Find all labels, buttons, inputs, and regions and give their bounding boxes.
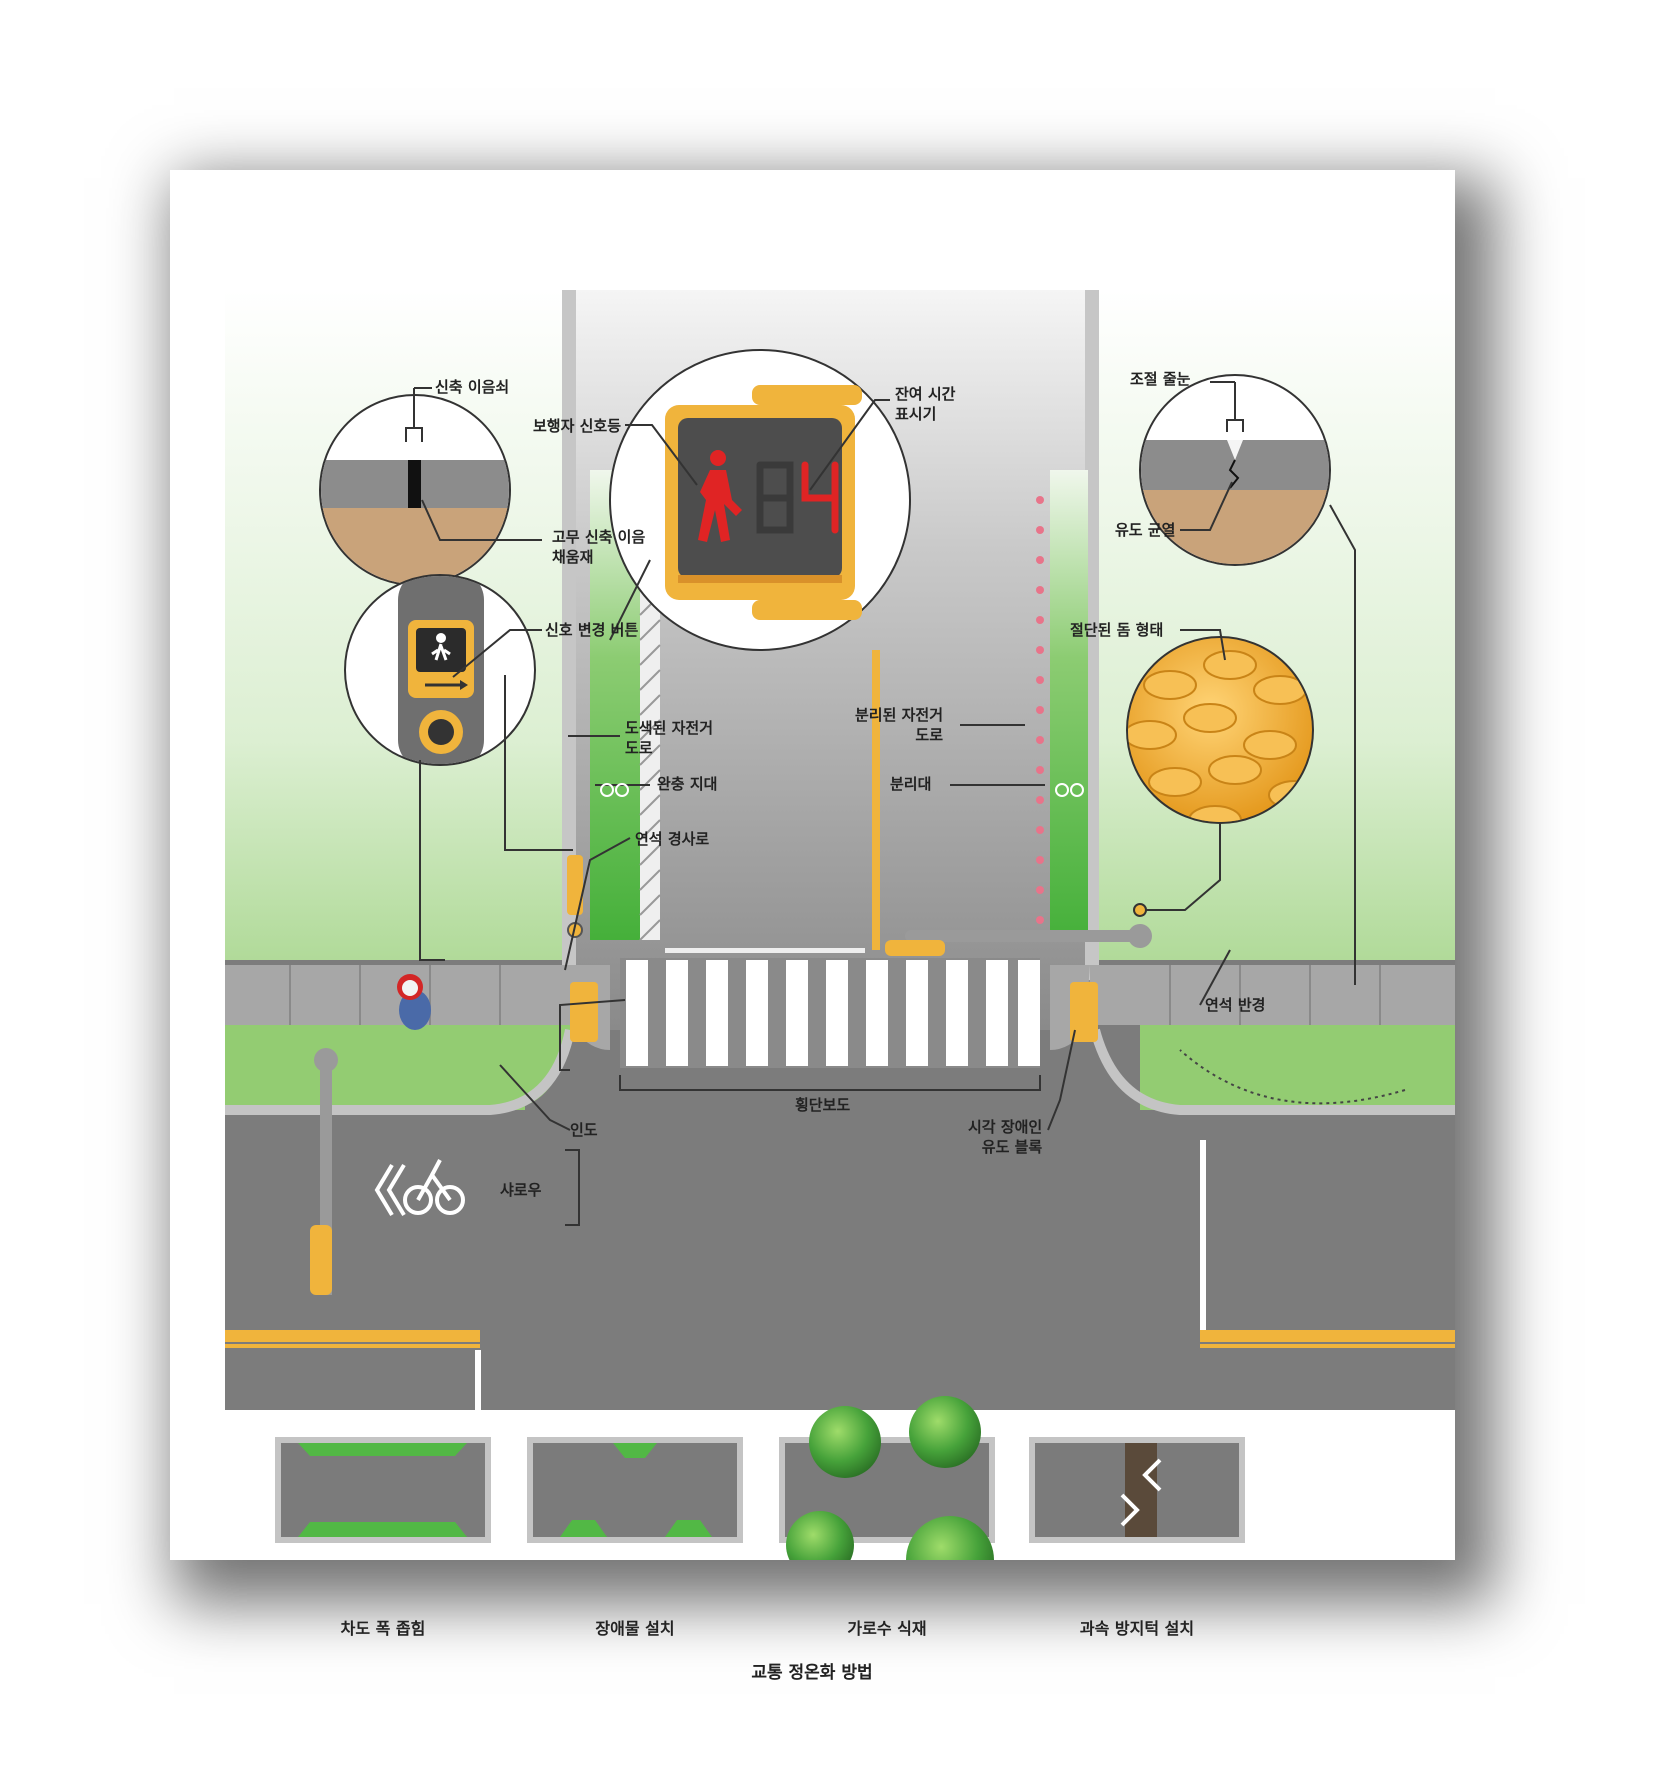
walk-figure-icon <box>698 450 742 542</box>
label-countdown: 잔여 시간 표시기 <box>895 385 956 423</box>
lawn-right <box>1140 1025 1455 1110</box>
bike-symbol-icon <box>600 783 1084 797</box>
street-scene <box>225 290 1455 1560</box>
calming-panel-trees <box>779 1396 995 1560</box>
label-control-joint: 조절 줄눈 <box>1130 370 1191 388</box>
label-rubber-filler: 고무 신축 이음 채움재 <box>552 528 646 566</box>
label-truncated-dome: 절단된 돔 형태 <box>1070 621 1164 639</box>
calming-panel-narrowing <box>275 1437 491 1543</box>
label-signal-button: 신호 변경 버튼 <box>545 621 639 639</box>
pedestrian-signal-magnifier <box>609 349 911 651</box>
tactile-block-right <box>1070 982 1098 1042</box>
signal-arm <box>905 930 1135 942</box>
diagram-frame: 신축 이음쇠 고무 신축 이음 채움재 신호 변경 버튼 보행자 신호등 잔여 … <box>170 170 1455 1683</box>
label-induced-crack: 유도 균열 <box>1115 521 1176 539</box>
left-curb <box>562 290 576 980</box>
separator-posts <box>1036 496 1044 924</box>
label-sidewalk: 인도 <box>570 1121 598 1139</box>
label-painted-bike-lane: 도색된 자전거 도로 <box>625 719 714 757</box>
method-label-speed-bump: 과속 방지턱 설치 <box>1079 1619 1195 1638</box>
truncated-dome-magnifier <box>1126 636 1314 824</box>
label-expansion-joint: 신축 이음쇠 <box>435 378 510 396</box>
label-curb-radius: 연석 반경 <box>1205 996 1266 1014</box>
push-button-magnifier <box>344 574 536 766</box>
label-sharrow: 샤로우 <box>500 1181 542 1199</box>
pedestrian-figure <box>397 974 431 1030</box>
label-separated-bike-lane: 분리된 자전거 도로 <box>855 706 944 744</box>
calming-panel-speed-bump <box>1029 1437 1245 1543</box>
calming-title: 교통 정온화 방법 <box>751 1663 873 1683</box>
label-curb-ramp: 연석 경사로 <box>635 830 710 848</box>
countdown-digits <box>801 461 839 534</box>
center-line <box>872 650 880 950</box>
sharrow-marking <box>374 1159 465 1217</box>
lawn-left <box>225 1025 525 1110</box>
crosswalk <box>620 958 1040 1068</box>
separated-bike-lane <box>1050 470 1088 940</box>
calming-panel-obstacle <box>527 1437 743 1543</box>
label-separator: 분리대 <box>890 775 932 793</box>
push-button-pole <box>567 855 583 915</box>
method-label-trees: 가로수 식재 <box>847 1619 927 1638</box>
tactile-block-left <box>570 982 598 1042</box>
expansion-joint-magnifier <box>319 387 511 586</box>
stop-line <box>665 948 865 953</box>
label-buffer-zone: 완충 지대 <box>657 775 718 793</box>
sidewalk-right <box>1090 965 1455 1025</box>
right-curb <box>1085 290 1099 980</box>
label-ped-signal: 보행자 신호등 <box>533 417 622 435</box>
method-label-narrowing: 차도 폭 좁힘 <box>340 1619 426 1638</box>
curb-radius-arc <box>1179 1049 1406 1105</box>
method-label-obstacle: 장애물 설치 <box>595 1619 675 1638</box>
label-tactile-block: 시각 장애인 유도 블록 <box>968 1118 1043 1156</box>
label-crosswalk: 횡단보도 <box>795 1096 851 1114</box>
